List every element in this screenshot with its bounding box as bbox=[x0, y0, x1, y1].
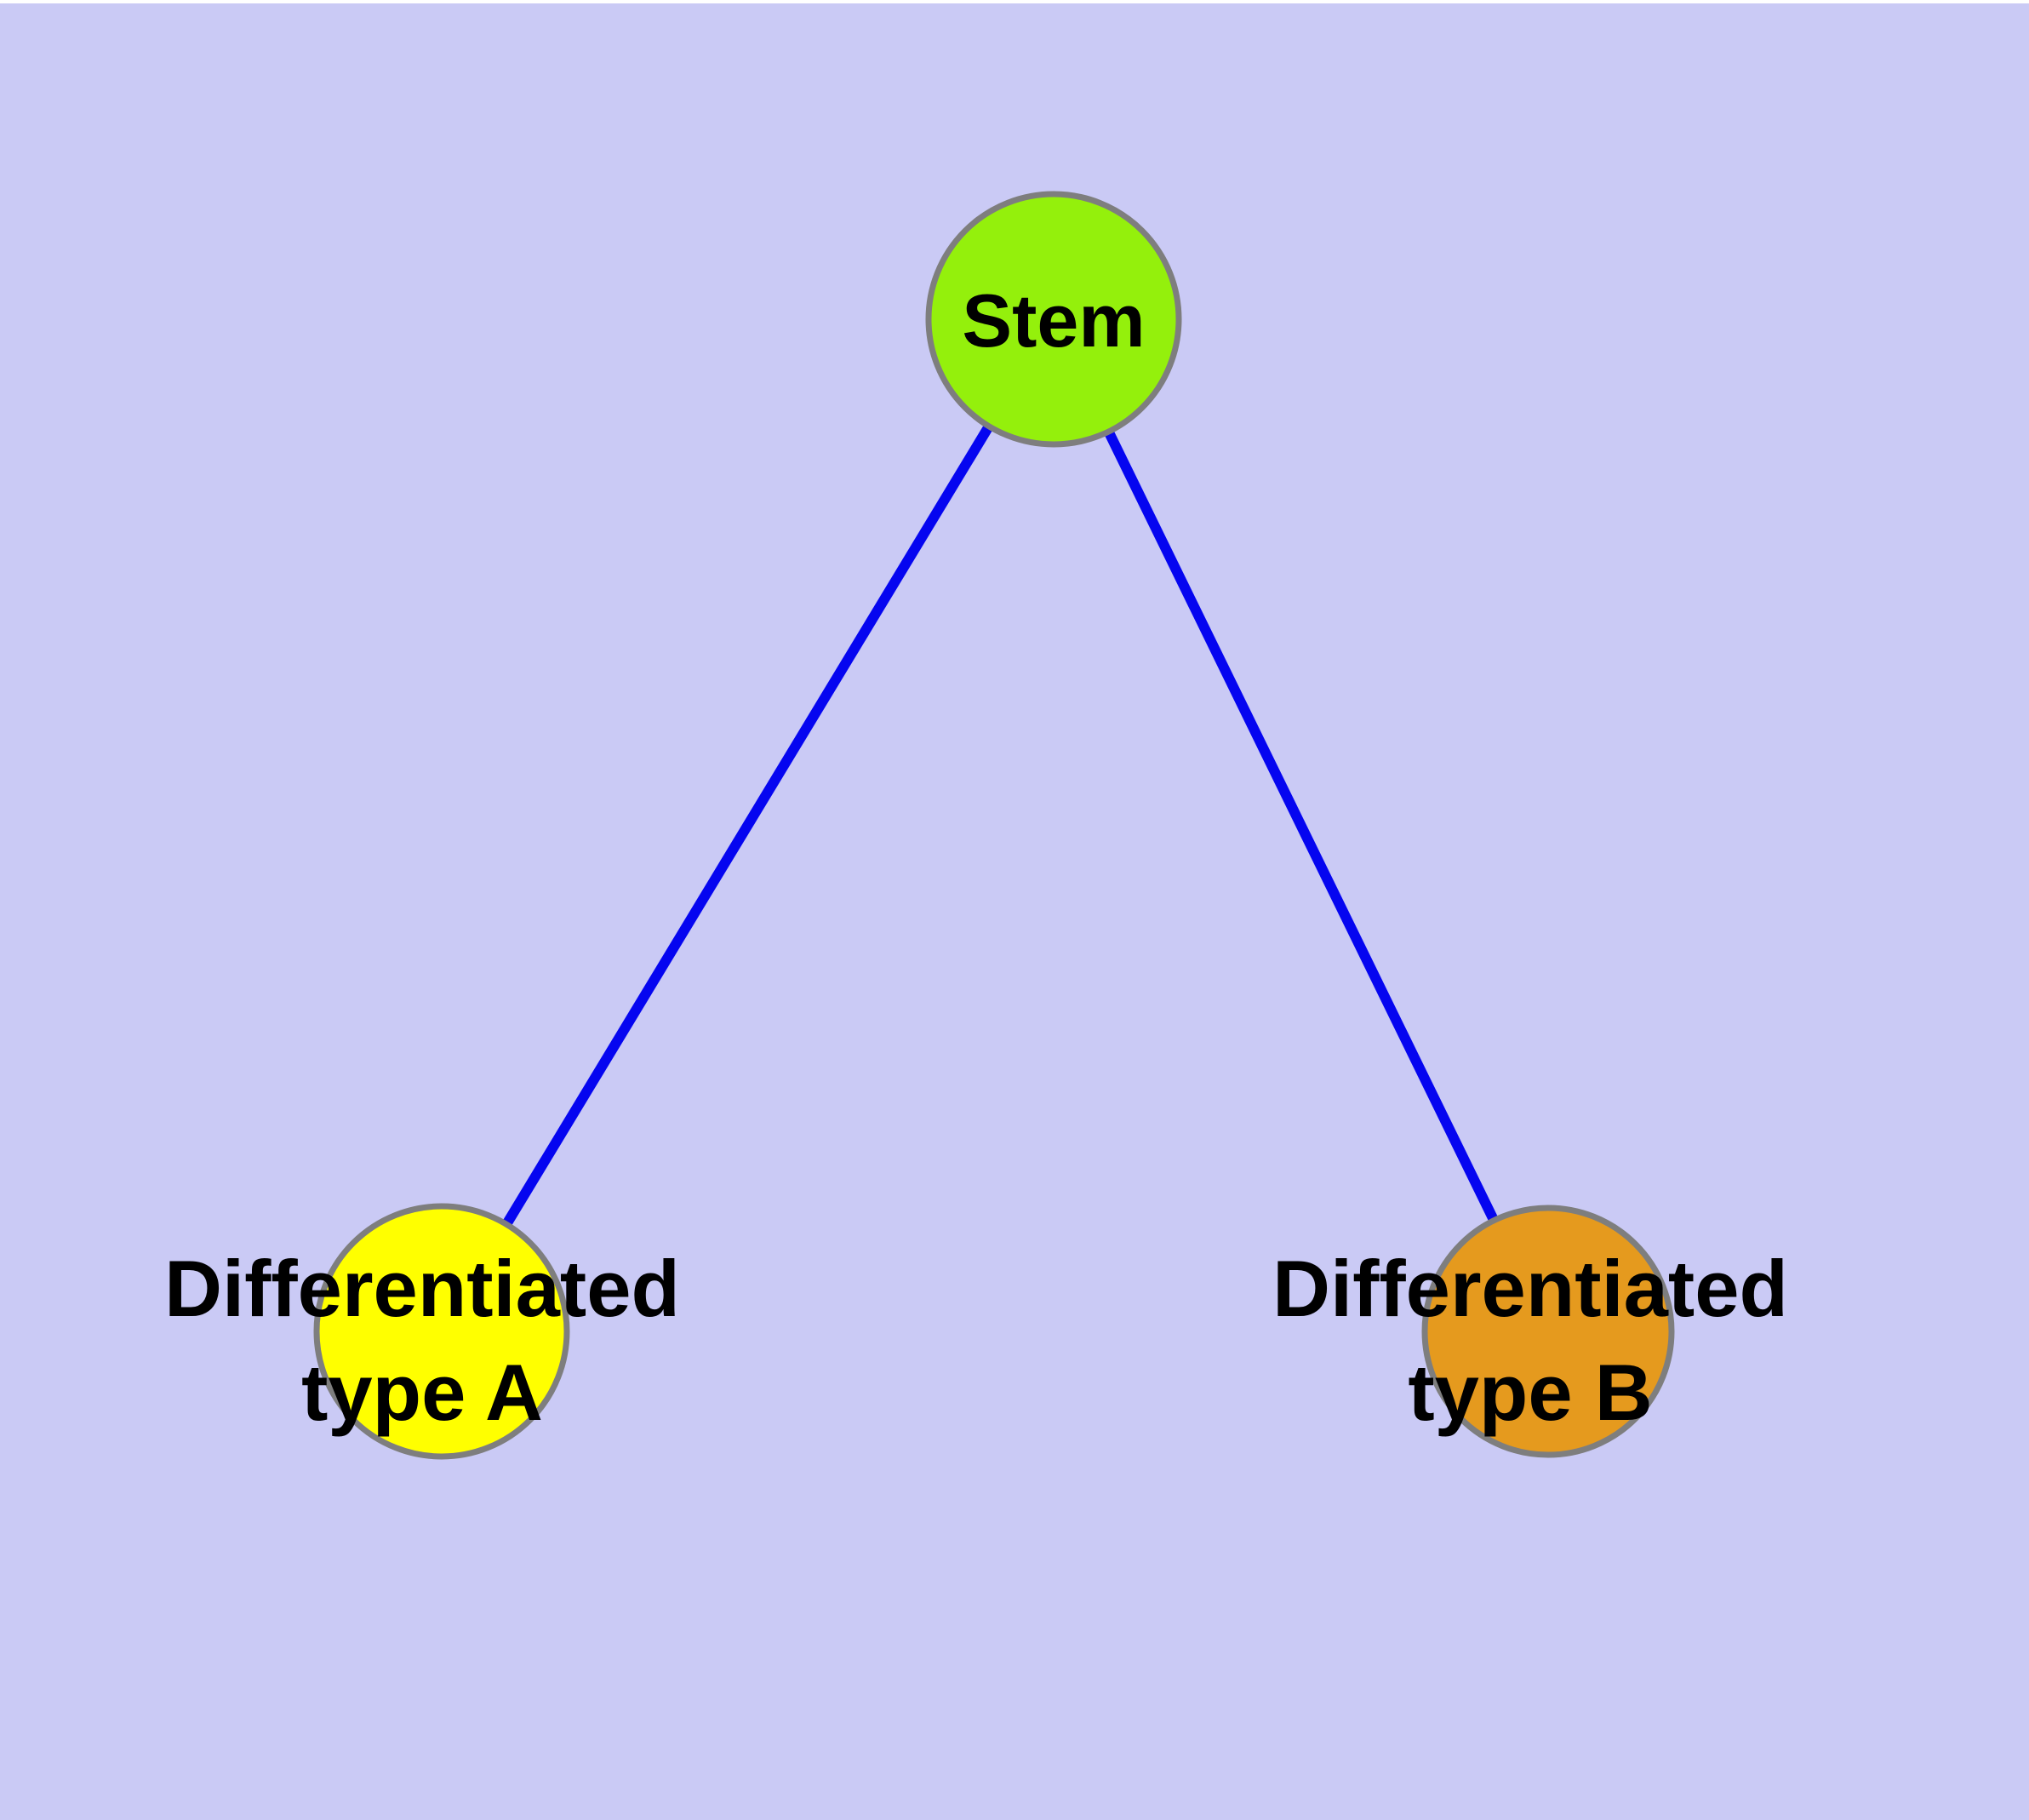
node-type-b-label-line2: type B bbox=[1408, 1348, 1653, 1437]
node-type-a-label: Differentiated type A bbox=[164, 1237, 680, 1445]
top-margin-strip bbox=[0, 0, 2029, 3]
edge-stem-to-type-a bbox=[437, 316, 1059, 1335]
node-type-b-label: Differentiated type B bbox=[1272, 1237, 1788, 1445]
node-type-a-label-line2: type A bbox=[301, 1348, 543, 1437]
node-stem-label: Stem bbox=[962, 278, 1146, 363]
node-type-b-label-line1: Differentiated bbox=[1272, 1243, 1788, 1333]
node-type-a bbox=[313, 1203, 570, 1460]
node-stem bbox=[925, 191, 1182, 448]
node-type-b bbox=[1421, 1205, 1675, 1458]
edge-stem-to-type-b bbox=[1049, 317, 1553, 1334]
node-type-a-label-line1: Differentiated bbox=[164, 1243, 680, 1333]
